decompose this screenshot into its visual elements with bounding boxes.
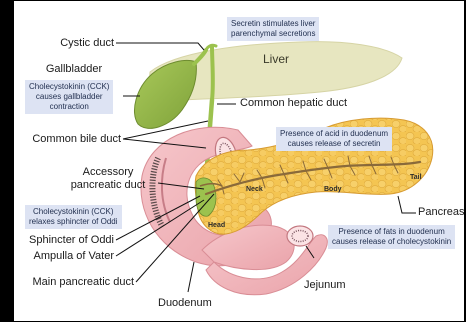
note-secretin-liver: Secretin stimulates liver parenchymal se… [227,17,319,41]
label-main-pancreatic-duct: Main pancreatic duct [16,276,134,289]
label-line: pancreatic duct [60,179,156,192]
label-tail: Tail [410,174,422,181]
label-liver: Liver [263,52,289,66]
label-gallbladder: Gallbladder [24,63,124,76]
gallbladder-shape [134,61,196,129]
note-line: parenchymal secretions [231,29,315,39]
label-neck: Neck [246,186,263,193]
note-line: Secretin stimulates liver [231,19,315,29]
note-cck-oddi: Cholecystokinin (CCK) relaxes sphincter … [25,205,122,229]
note-fats-cck: Presence of fats in duodenum causes rele… [328,225,455,249]
label-sphincter-of-oddi: Sphincter of Oddi [16,234,114,247]
note-line: contraction [29,102,109,112]
note-line: causes release of cholecystokinin [332,237,451,247]
jejunum-opening [287,226,313,246]
note-line: causes release of secretin [280,139,388,149]
note-line: Presence of acid in duodenum [280,129,388,139]
note-line: Cholecystokinin (CCK) [29,207,118,217]
label-accessory-pancreatic-duct: Accessory pancreatic duct [60,166,156,192]
label-common-hepatic-duct: Common hepatic duct [240,97,347,110]
label-pancreas: Pancreas [418,206,464,219]
label-duodenum: Duodenum [158,297,212,310]
label-cystic-duct: Cystic duct [18,37,114,50]
label-head: Head [208,222,225,229]
note-line: relaxes sphincter of Oddi [29,217,118,227]
note-line: Cholecystokinin (CCK) [29,82,109,92]
label-body: Body [324,186,342,193]
label-line: Accessory [60,166,156,179]
note-line: Presence of fats in duodenum [332,227,451,237]
label-jejunum: Jejunum [304,279,346,292]
note-cck-gallbladder: Cholecystokinin (CCK) causes gallbladder… [25,80,113,114]
note-acid-secretin: Presence of acid in duodenum causes rele… [276,127,392,151]
label-ampulla-of-vater: Ampulla of Vater [16,250,114,263]
hepatic-duct-shape [212,46,213,100]
label-common-bile-duct: Common bile duct [16,133,121,146]
note-line: causes gallbladder [29,92,109,102]
